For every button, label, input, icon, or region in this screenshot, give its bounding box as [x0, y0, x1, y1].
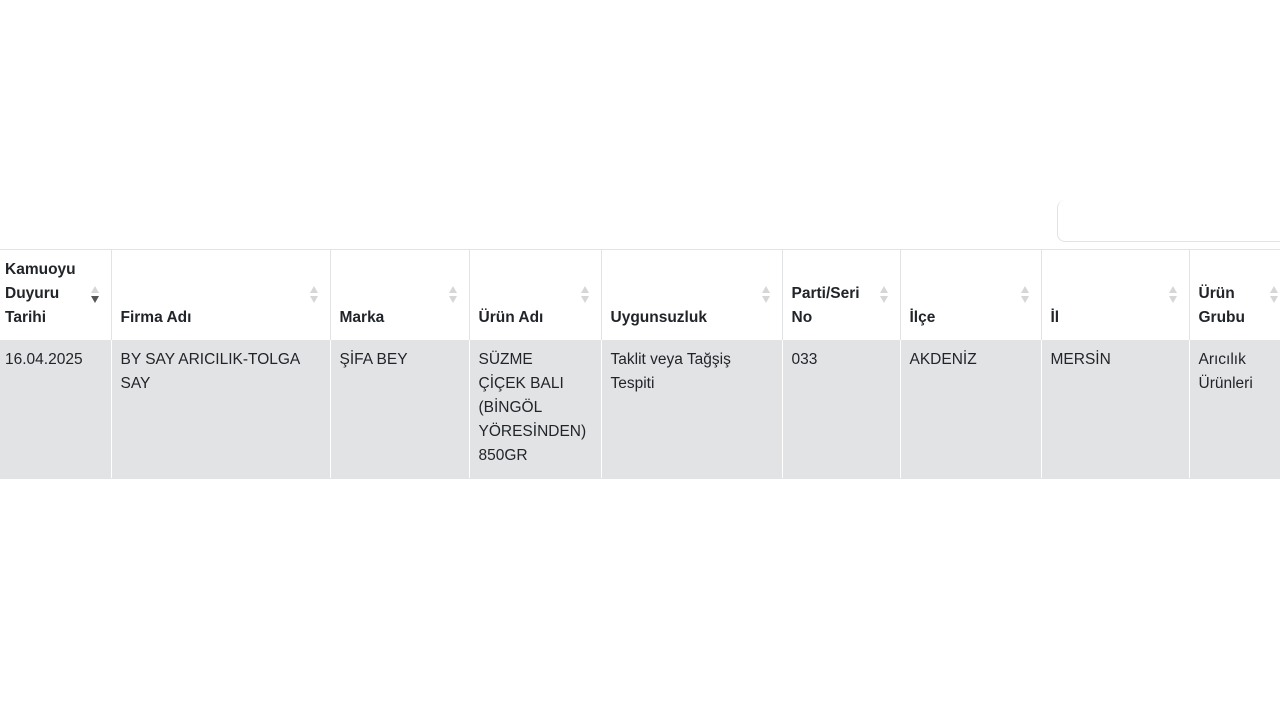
sort-icon[interactable] [761, 286, 770, 304]
column-label: Ürün Adı [478, 309, 544, 326]
column-label: İlçe [909, 309, 936, 326]
sort-icon[interactable] [1020, 286, 1029, 304]
column-label: Parti/Seri No [791, 285, 860, 326]
column-header-date[interactable]: Kamuoyu Duyuru Tarihi [0, 249, 111, 340]
column-header-brand[interactable]: Marka [329, 249, 469, 340]
sort-icon[interactable] [580, 286, 589, 304]
column-header-district[interactable]: İlçe [899, 249, 1041, 340]
column-header-province[interactable]: İl [1040, 249, 1189, 340]
sort-icon[interactable] [1168, 286, 1177, 304]
column-label: Marka [339, 309, 385, 326]
table-row: 16.04.2025 BY SAY ARICILIK-TOLGA SAY ŞİF… [0, 340, 1280, 479]
column-label: Kamuoyu Duyuru Tarihi [5, 261, 76, 326]
table-header-row: Kamuoyu Duyuru Tarihi Firma Adı Marka Ür… [0, 249, 1280, 340]
cell-brand: ŞİFA BEY [329, 340, 469, 479]
sort-icon[interactable] [448, 286, 457, 304]
sort-icon[interactable] [879, 286, 888, 304]
cell-district: AKDENİZ [899, 340, 1041, 479]
results-table: Kamuoyu Duyuru Tarihi Firma Adı Marka Ür… [0, 249, 1280, 479]
cell-province: MERSİN [1040, 340, 1189, 479]
cell-product: SÜZME ÇİÇEK BALI (BİNGÖL YÖRESİNDEN) 850… [468, 340, 601, 479]
cell-nonconformity: Taklit veya Tağşiş Tespiti [600, 340, 782, 479]
column-header-product-group[interactable]: Ürün Grubu [1188, 249, 1280, 340]
cell-company: BY SAY ARICILIK-TOLGA SAY [110, 340, 330, 479]
column-header-batch[interactable]: Parti/Seri No [781, 249, 900, 340]
column-header-company[interactable]: Firma Adı [110, 249, 330, 340]
column-label: Firma Adı [120, 309, 192, 326]
sort-icon[interactable] [309, 286, 318, 304]
cell-product-group: Arıcılık Ürünleri [1188, 340, 1280, 479]
cell-date: 16.04.2025 [0, 340, 111, 479]
cell-batch: 033 [781, 340, 900, 479]
column-header-nonconformity[interactable]: Uygunsuzluk [600, 249, 782, 340]
column-label: Uygunsuzluk [610, 309, 707, 326]
column-label: İl [1050, 309, 1060, 326]
column-header-product[interactable]: Ürün Adı [468, 249, 601, 340]
column-label: Ürün Grubu [1198, 285, 1246, 326]
sort-icon[interactable] [1270, 286, 1278, 304]
sort-desc-icon[interactable] [90, 286, 99, 304]
search-input[interactable] [1057, 200, 1280, 242]
